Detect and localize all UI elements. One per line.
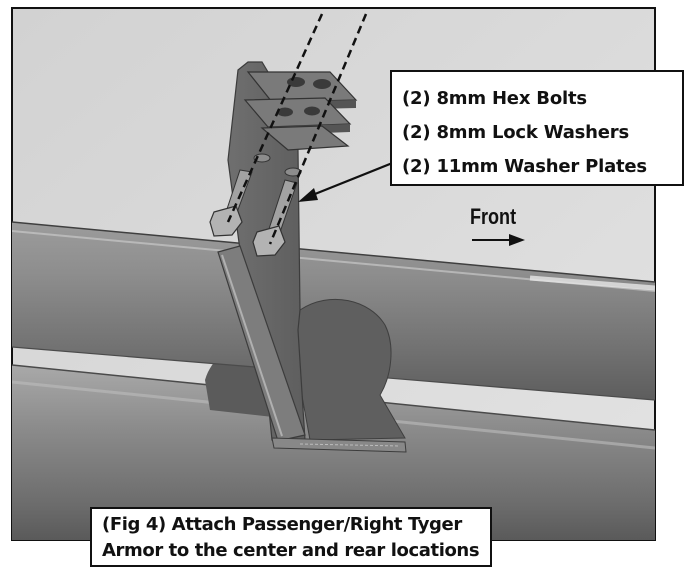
bolt-axis-lines — [226, 13, 368, 245]
caption-line-2: Armor to the center and rear locations — [102, 540, 480, 561]
lock-washers — [253, 153, 302, 177]
front-direction-arrow — [472, 234, 525, 246]
callout-arrow — [298, 156, 406, 202]
bracket-side-plate — [289, 298, 406, 441]
hardware-callout: (2) 8mm Hex Bolts (2) 8mm Lock Washers (… — [390, 70, 684, 186]
callout-lock-washers: (2) 8mm Lock Washers — [402, 122, 629, 143]
figure-caption: (Fig 4) Attach Passenger/Right Tyger Arm… — [90, 507, 492, 567]
washer-plates — [243, 71, 358, 151]
callout-hex-bolts: (2) 8mm Hex Bolts — [402, 88, 587, 109]
caption-line-1: (Fig 4) Attach Passenger/Right Tyger — [102, 514, 462, 535]
callout-washer-plates: (2) 11mm Washer Plates — [402, 156, 647, 177]
front-label: Front — [470, 204, 517, 229]
